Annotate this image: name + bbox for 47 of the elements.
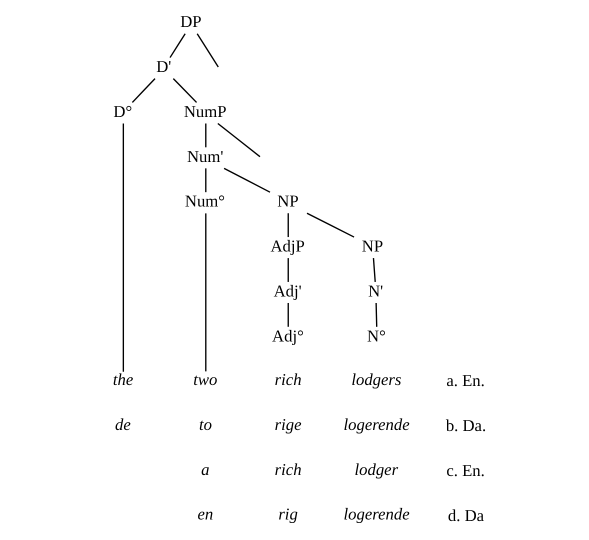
connector — [288, 302, 289, 327]
node-text: NP — [277, 192, 299, 211]
connector — [205, 123, 206, 148]
connector — [122, 124, 124, 372]
node-text: N° — [367, 326, 386, 346]
label: a — [201, 460, 210, 479]
connector — [205, 168, 206, 192]
label: rig — [278, 504, 298, 524]
label: logerende — [344, 414, 410, 434]
label: lodgers — [351, 370, 402, 390]
label: to — [199, 414, 212, 434]
label: rich — [274, 460, 302, 479]
connector — [306, 212, 354, 238]
node-text: AdjP — [270, 236, 305, 256]
node-text: DP — [180, 12, 202, 32]
connector — [217, 122, 260, 158]
connector — [288, 213, 289, 238]
node-text: two — [193, 370, 218, 390]
node-text: the — [112, 370, 134, 390]
connector — [172, 78, 198, 103]
connector — [224, 168, 270, 193]
node-text: Adj' — [274, 281, 302, 300]
node-text: Num' — [187, 146, 224, 166]
node-text: Num° — [184, 192, 225, 211]
label: logerende — [344, 504, 410, 524]
label: de — [115, 414, 131, 434]
connector — [169, 33, 186, 58]
node-text: NumP — [184, 102, 227, 121]
label: d. Da — [448, 506, 484, 525]
connector — [375, 302, 378, 327]
label: lodger — [354, 460, 398, 479]
node-text: N' — [368, 281, 384, 300]
connector — [132, 78, 156, 103]
label: a. En. — [446, 371, 485, 390]
connector — [372, 258, 376, 282]
node-text: D° — [113, 102, 132, 121]
label: c. En. — [446, 460, 485, 480]
node-text: NP — [362, 236, 384, 256]
node-text: Adj° — [272, 326, 304, 346]
label: en — [197, 504, 214, 524]
node-text: D' — [156, 57, 172, 76]
label: rich — [274, 370, 302, 390]
connector — [196, 33, 219, 68]
label: b. Da. — [446, 416, 486, 436]
connector — [288, 258, 289, 282]
label: rige — [274, 414, 302, 434]
connector — [205, 213, 206, 372]
